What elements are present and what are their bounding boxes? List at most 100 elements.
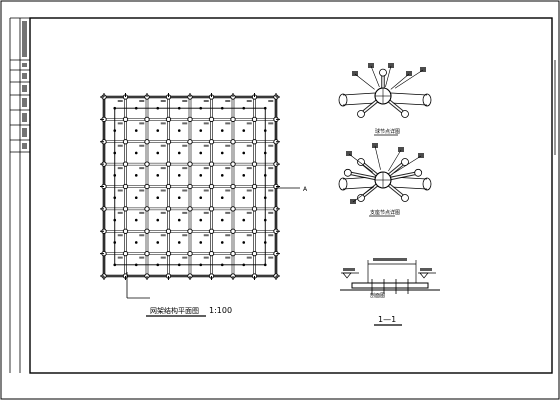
plan-lower-node [199,263,203,267]
section-elevation-symbol-right [419,272,429,279]
plan-member-label [160,167,166,170]
title-block-cell-text [22,73,27,79]
plan-lower-node [263,151,267,155]
plan-lower-node [263,218,267,222]
plan-node [144,206,150,212]
plan-node [187,161,193,167]
section-elevation-text [343,268,355,271]
plan-member-label [268,211,274,214]
plan-member-label [160,234,166,237]
plan-lower-node [220,196,224,199]
plan-member-label [182,189,188,192]
plan-member-label [182,211,188,214]
plan-lower-node [220,106,224,110]
title-block-cell-text [22,63,27,67]
plan-member-label [203,122,209,125]
plan-member-label [225,256,231,259]
section-mark: 1—1 [378,315,396,324]
plan-member-label [117,234,123,237]
section-detail [340,258,440,294]
section-elevation-text [420,268,432,271]
joint-tag [368,63,374,68]
joint-member-end [357,194,365,202]
plan-lower-node [199,106,203,110]
joint-tag-leader [348,153,373,173]
joint-tag-leader [354,73,375,90]
plan-member-label [203,189,209,192]
plan-lower-node [156,129,160,132]
plan-member-label [268,234,274,237]
plan-node [187,250,193,257]
plan-node [208,161,215,167]
plan-member-label [117,189,123,192]
plan-member-label [117,167,123,170]
plan-lower-node [220,174,224,177]
plan-member-label [225,167,231,170]
plan-member-label [225,189,231,192]
plan-member-label [246,211,252,214]
title-block-cell-text [22,21,27,57]
joint-detail-2 [338,143,432,204]
plan-node [122,206,129,212]
plan-member-label [203,211,209,214]
plan-node [144,183,150,190]
plan-tag: A [303,186,308,193]
plan-node [144,116,150,123]
space-frame-plan [100,93,280,280]
plan-node [165,139,172,145]
plan-member-label [117,256,123,259]
plan-node [165,228,172,234]
plan-lower-node [113,218,117,222]
plan-member-label [160,189,166,192]
plan-member-label [203,256,209,259]
plan-title: 网架结构平面图 [150,306,199,315]
plan-lower-node [113,241,117,244]
plan-node [187,183,193,190]
plan-member-label [139,189,145,192]
plan-node [187,116,193,123]
plan-node [251,116,258,123]
plan-lower-node [263,106,267,110]
plan-lower-node [156,196,160,199]
plan-lower-node [177,129,181,132]
joint-detail-1-caption: 球节点详图 [375,128,400,135]
plan-node [165,206,172,212]
plan-member-label [139,122,145,125]
plan-member-label [225,211,231,214]
plan-node [122,228,129,234]
plan-member-label [117,144,123,147]
plan-lower-node [199,218,203,222]
plan-node [165,161,172,167]
plan-member-label [139,100,145,102]
joint-member-end [343,168,352,177]
plan-scale: 1:100 [209,306,232,315]
plan-node [251,250,258,257]
joint-tag [352,71,358,76]
plan-member-label [182,144,188,147]
plan-node [208,139,215,145]
plan-lower-node [242,151,246,155]
plan-node [208,116,215,123]
plan-lower-node [199,241,203,244]
plan-member-label [182,234,188,237]
title-block-cell-text [22,98,27,107]
plan-lower-node [220,151,224,155]
joint-tube-end [422,177,432,191]
plan-member-label [246,167,252,170]
plan-node [144,250,150,257]
plan-node [144,161,150,167]
plan-lower-node [242,218,246,222]
plan-node [187,206,193,212]
joint-tag-leader [370,65,380,88]
plan-lower-node [242,106,246,110]
joint-tube-edge [342,186,376,190]
joint-tag [388,63,394,68]
plan-lower-node [134,196,138,199]
plan-lower-node [220,241,224,244]
plan-lower-node [220,263,224,267]
plan-node [122,161,129,167]
plan-lower-node [156,241,160,244]
plan-node [251,139,258,145]
plan-lower-node [263,196,267,199]
